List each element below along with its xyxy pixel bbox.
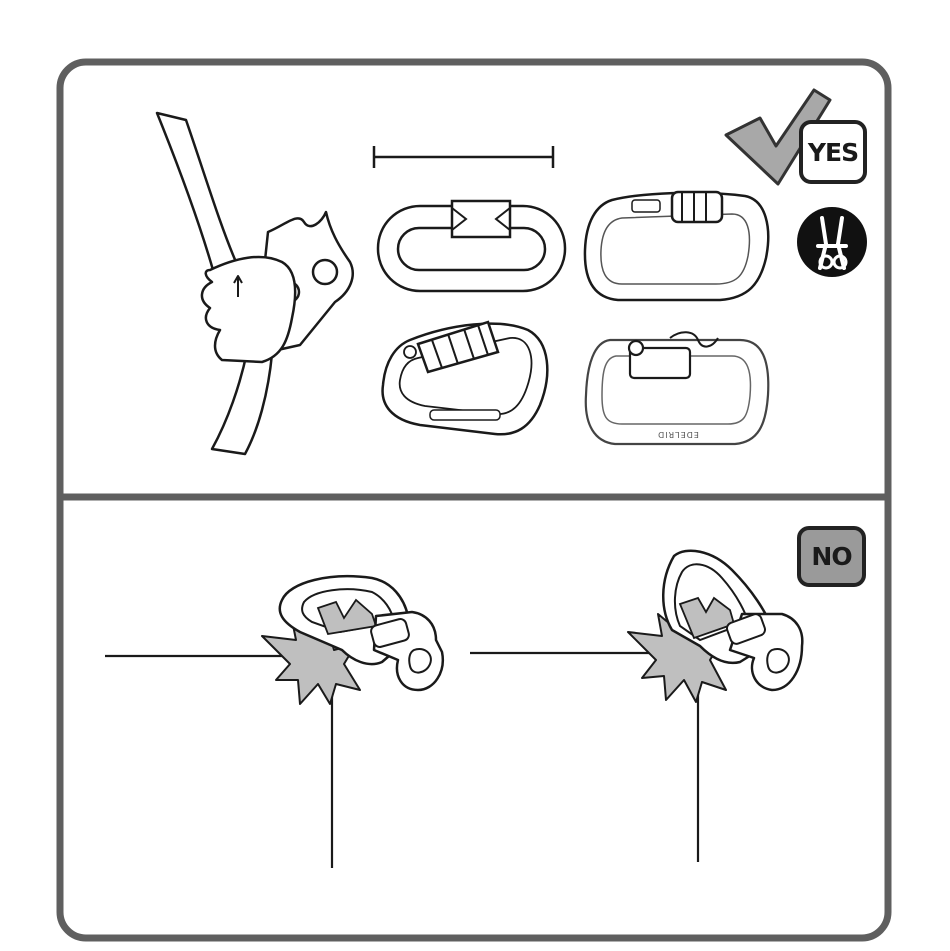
rope-lower bbox=[212, 352, 272, 454]
incorrect-loading-left bbox=[105, 576, 443, 868]
hand bbox=[202, 257, 295, 362]
quick-link-connector bbox=[378, 201, 565, 291]
yes-badge: YES bbox=[799, 120, 867, 184]
pear-carabiner-triplelock bbox=[383, 322, 548, 434]
captive-eye-carabiner: EDELRID bbox=[586, 332, 769, 444]
d-carabiner-screwgate bbox=[585, 192, 768, 300]
rope-upper bbox=[157, 113, 236, 270]
belay-device-illustration bbox=[157, 113, 353, 454]
gate-width-dimension bbox=[374, 146, 553, 168]
no-badge: NO bbox=[797, 526, 866, 587]
carabiner-brand: EDELRID bbox=[657, 430, 699, 439]
harness-icon bbox=[797, 207, 867, 277]
incorrect-loading-right bbox=[470, 551, 802, 862]
